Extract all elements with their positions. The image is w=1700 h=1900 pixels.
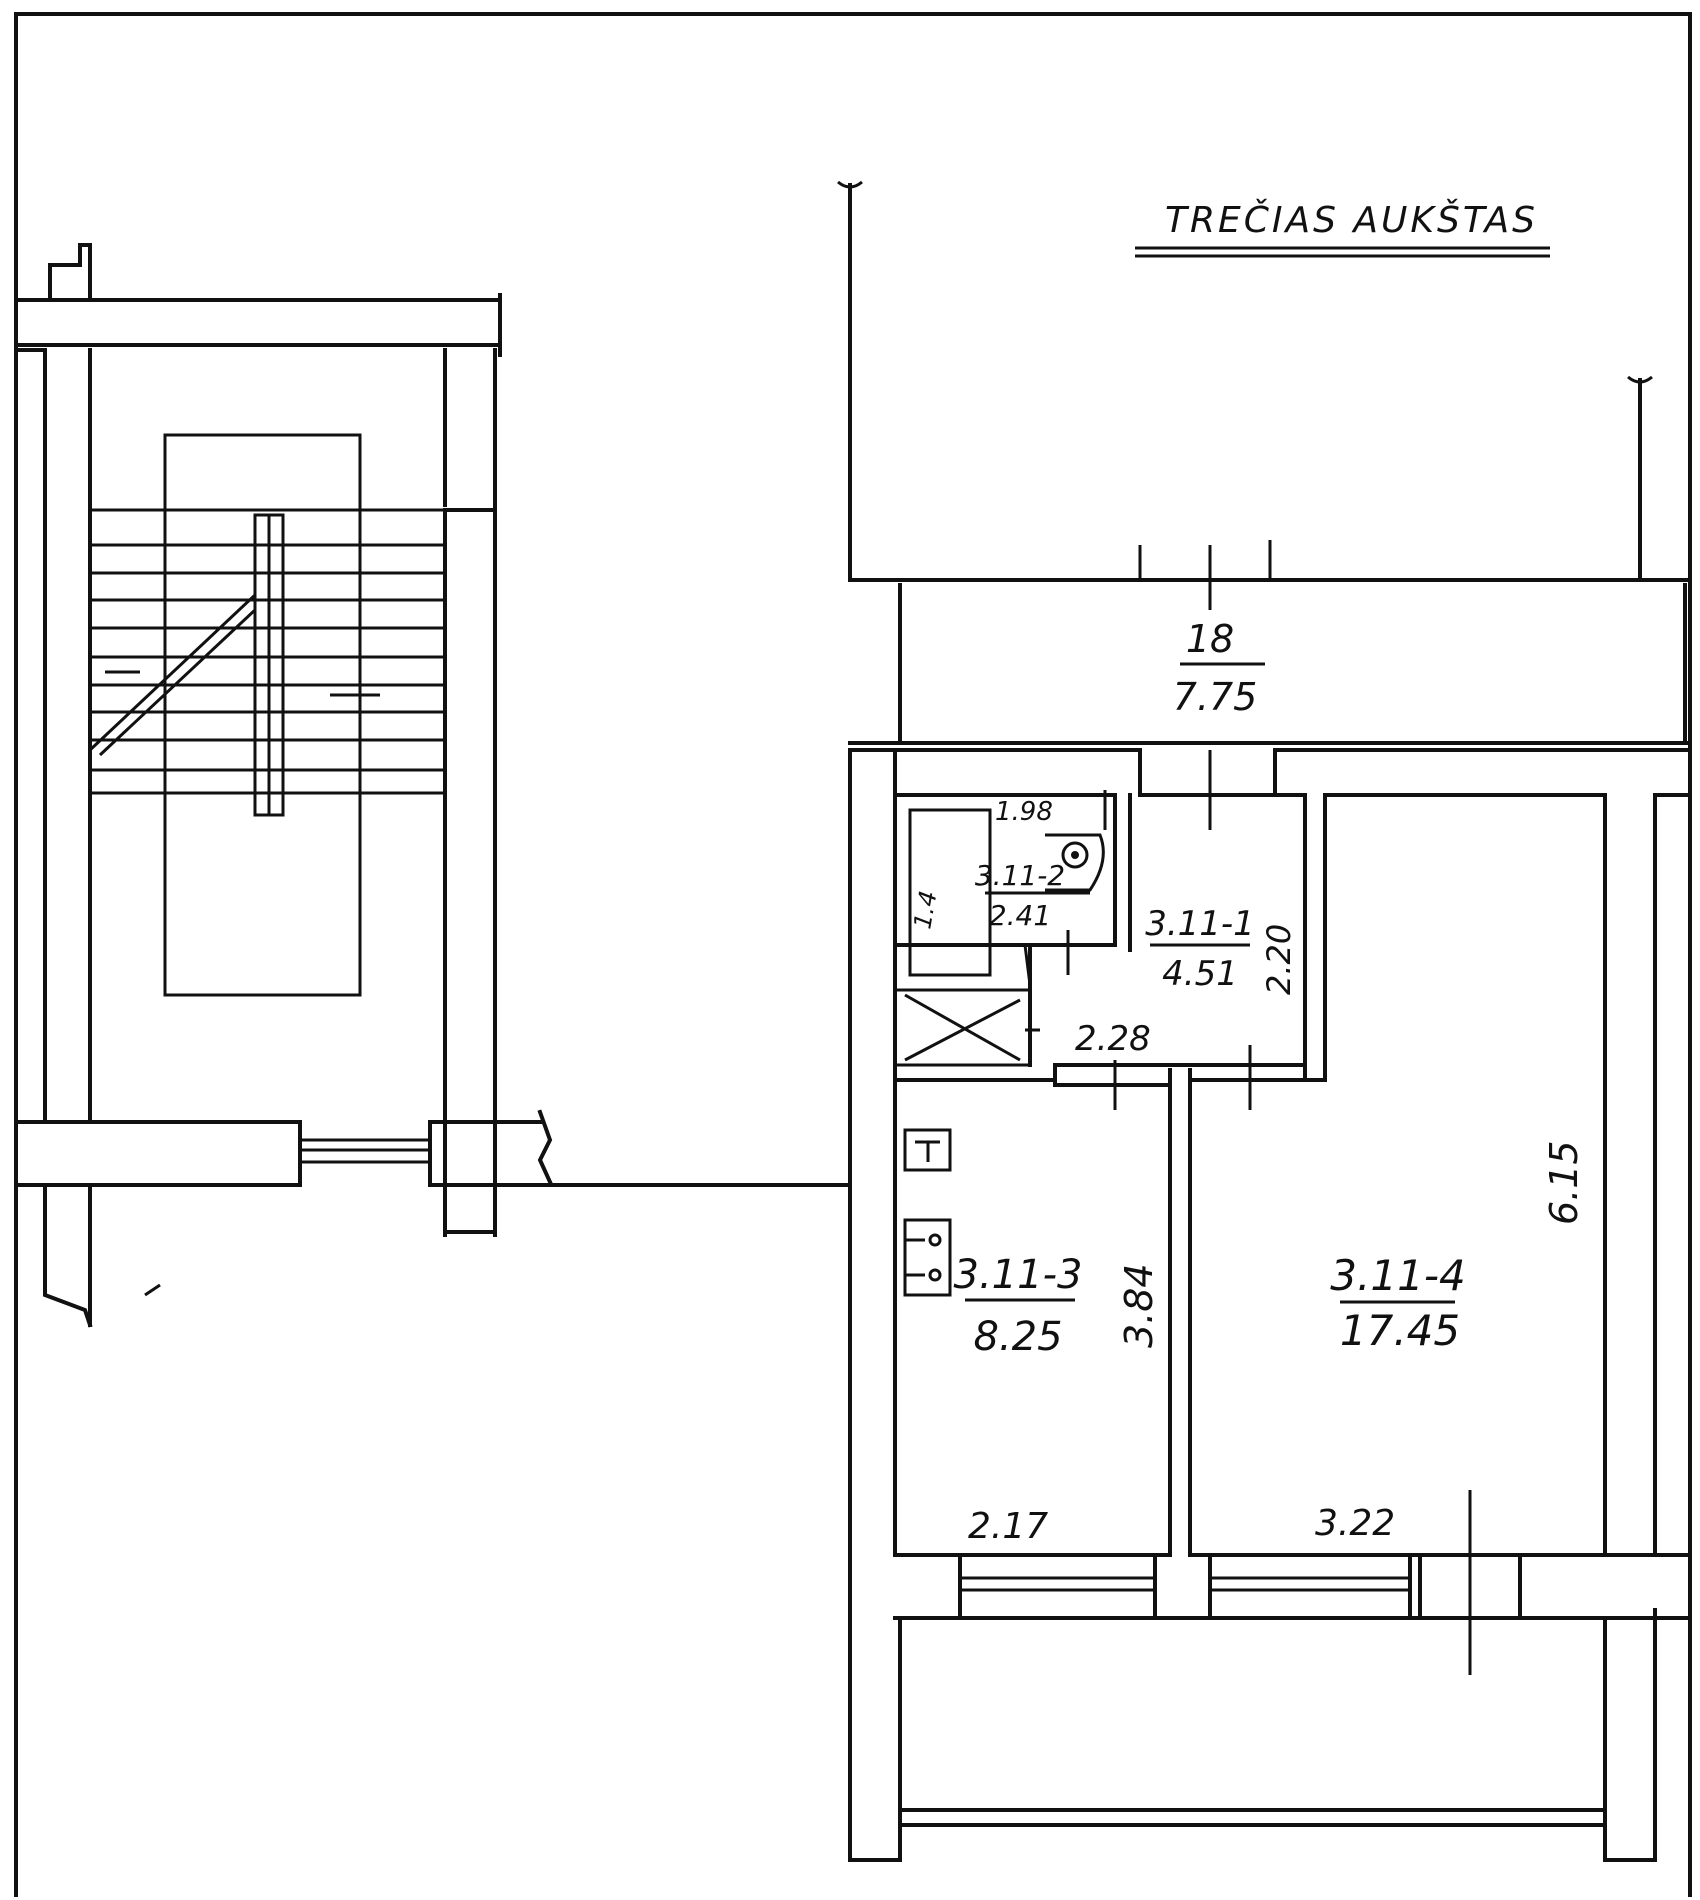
room-3.11-2: 3.11-2 2.41 (975, 859, 1090, 932)
dim-3.84: 3.84 (1117, 1263, 1161, 1348)
room-18-area: 7.75 (1173, 675, 1258, 719)
dim-3.22: 3.22 (1315, 1503, 1395, 1544)
room-3.11-1-id: 3.11-1 (1145, 904, 1255, 944)
dim-2.20: 2.20 (1260, 924, 1298, 995)
dim-1.4: 1.4 (908, 889, 942, 931)
drawing-frame (14, 12, 1692, 1897)
dim-2.17: 2.17 (968, 1506, 1048, 1547)
room-3.11-4: 3.11-4 17.45 (1330, 1251, 1465, 1355)
room-18-id: 18 (1186, 617, 1234, 661)
room-3.11-4-id: 3.11-4 (1330, 1251, 1465, 1300)
stairs (88, 433, 445, 997)
apartment-plan (837, 180, 1692, 1862)
room-3.11-2-id: 3.11-2 (975, 859, 1065, 892)
room-3.11-1-area: 4.51 (1162, 954, 1238, 994)
plan-title-text: TREČIAS AUKŠTAS (1165, 199, 1538, 241)
dim-2.28: 2.28 (1075, 1019, 1151, 1059)
room-3.11-3: 3.11-3 8.25 (954, 1252, 1083, 1360)
room-3.11-4-area: 17.45 (1340, 1306, 1460, 1355)
dim-6.15: 6.15 (1542, 1140, 1586, 1225)
room-3.11-3-id: 3.11-3 (954, 1252, 1083, 1298)
staircase-block (14, 243, 852, 1328)
dim-1.98: 1.98 (995, 797, 1053, 827)
dimension-labels: 1.98 1.4 2.20 2.28 3.84 6.15 2.17 3.22 (908, 797, 1586, 1547)
room-3.11-1: 3.11-1 4.51 (1145, 904, 1255, 994)
room-18: 18 7.75 (1173, 617, 1265, 719)
plan-title: TREČIAS AUKŠTAS (1135, 199, 1550, 258)
room-3.11-3-area: 8.25 (973, 1314, 1062, 1360)
room-3.11-2-area: 2.41 (989, 899, 1051, 932)
